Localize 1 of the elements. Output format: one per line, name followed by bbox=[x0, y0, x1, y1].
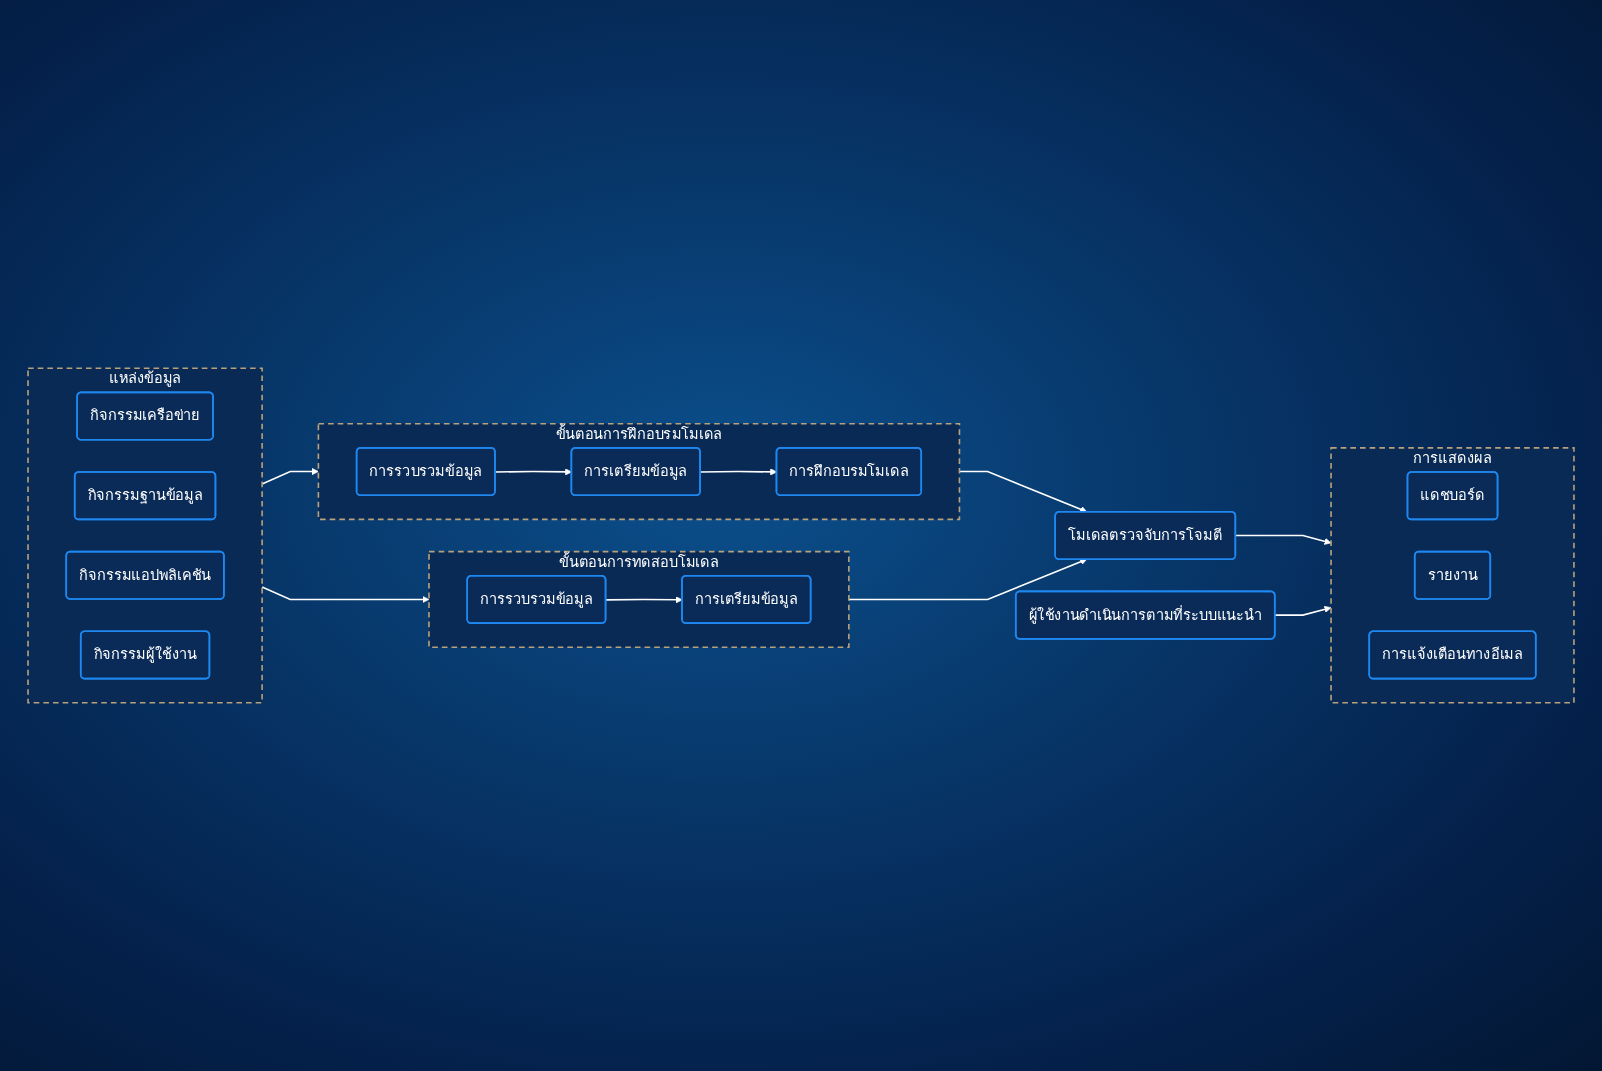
arrow bbox=[848, 558, 1088, 601]
